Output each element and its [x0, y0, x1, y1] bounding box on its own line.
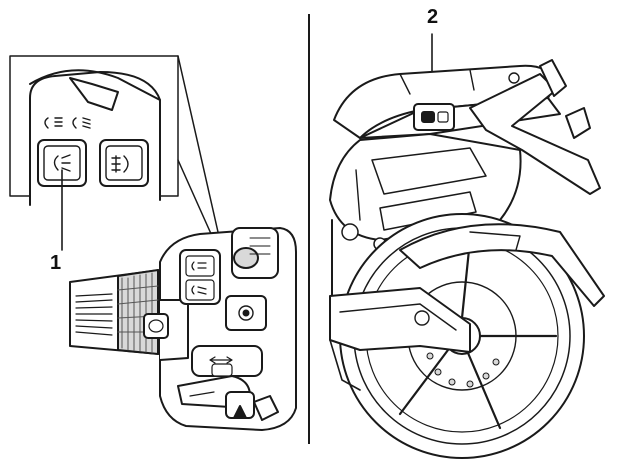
motorcycle-rear-illustration: [329, 33, 605, 459]
auxiliary-light-switch: [37, 139, 87, 187]
auxiliary-light-icon: [53, 154, 71, 172]
rear-hugger: [399, 223, 605, 307]
auxiliary-light-unit: [413, 103, 455, 131]
callout-2-label: 2: [427, 6, 439, 28]
handlebar-switch-illustration: [9, 55, 297, 431]
fog-light-icon: [111, 155, 129, 173]
license-plate-bracket: [469, 59, 601, 195]
handlebar-grip: [69, 269, 161, 355]
callout-1-label: 1: [50, 252, 62, 274]
fog-light-button: [99, 139, 149, 187]
left-switch-housing: [143, 227, 297, 431]
high-low-beam-icon: [44, 117, 91, 129]
swingarm: [329, 287, 471, 391]
